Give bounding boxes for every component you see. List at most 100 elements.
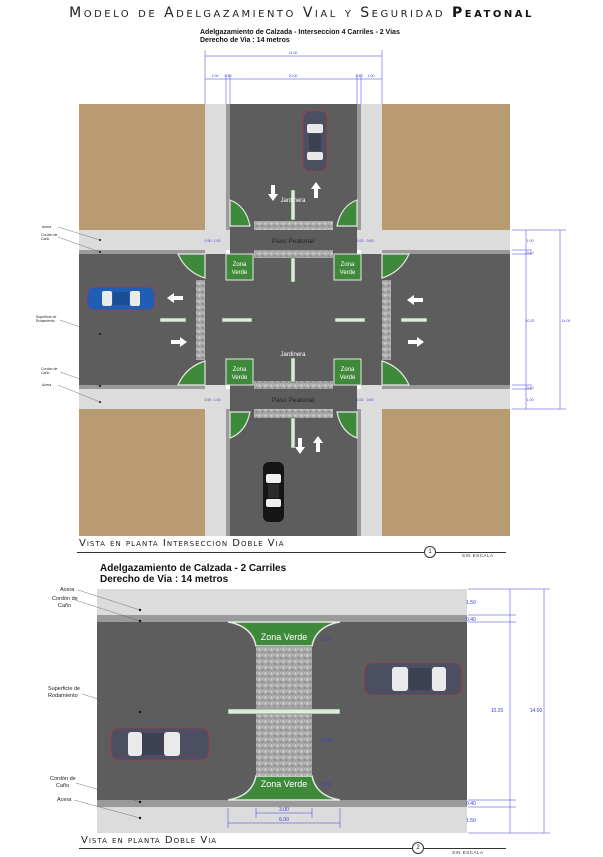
arrow-up-icon xyxy=(311,182,321,198)
median-left-inner xyxy=(221,317,253,323)
cobble-strip-top2 xyxy=(254,250,333,258)
dim-label: 1.00 xyxy=(321,782,331,788)
plan1-heading-line2: Derecho de Via : 14 metros xyxy=(200,37,290,44)
zona-label: Zona xyxy=(341,262,355,268)
median-bottom xyxy=(290,417,296,449)
dim-label: 0.40 xyxy=(466,617,476,623)
dim-label: 0.40 xyxy=(527,386,534,390)
plan1-heading-line1: Adelgazamiento de Calzada - Interseccion… xyxy=(200,29,400,36)
dim-label: 10.20 xyxy=(526,319,535,323)
cano-label: Caño xyxy=(41,371,49,375)
green-area xyxy=(177,360,206,386)
dim-label: 3.00 xyxy=(279,807,289,813)
zona-label: Zona xyxy=(233,262,247,268)
green-zone-top-left xyxy=(225,253,254,281)
paso-peatonal-label: Paso Peatonal xyxy=(272,238,315,245)
paso-peatonal-label: Paso Peatonal xyxy=(272,397,315,404)
arrow-left-icon xyxy=(167,293,183,303)
green-area xyxy=(229,199,251,227)
car-gray-left xyxy=(110,727,210,761)
zona-label: Zona xyxy=(341,367,355,373)
dim-label: 0.90 xyxy=(205,239,212,243)
zona-verde-label: Zona Verde xyxy=(261,632,308,642)
green-area xyxy=(336,411,358,439)
dim-label: 10.20 xyxy=(491,708,504,714)
green-zone-bottom-right xyxy=(333,358,362,386)
dim-label: 10.00 xyxy=(289,74,298,78)
cobble-strip-left xyxy=(196,280,205,360)
plan1-caption-rule xyxy=(77,552,424,553)
arrow-down-icon xyxy=(268,185,278,201)
zona-verde-label: Zona Verde xyxy=(261,779,308,789)
verde-label: Verde xyxy=(232,270,248,276)
plan2-scale-note: SIN ESCALA xyxy=(452,850,484,855)
dim-label: 1.50 xyxy=(466,600,476,606)
intersection-plan: Zona Verde Zona Verde Zona Verde Zona Ve… xyxy=(36,50,570,536)
median-top xyxy=(290,189,296,221)
lot-top-right xyxy=(382,104,510,230)
car-gray-right xyxy=(363,662,463,696)
verde-label: Verde xyxy=(232,375,248,381)
plan2-caption-rule-end xyxy=(424,848,506,849)
median-left xyxy=(159,317,187,323)
plan1-caption: Vista en planta Interseccion Doble Via xyxy=(79,538,285,549)
cano-label: Caño xyxy=(41,237,49,241)
dim-label: 14.00 xyxy=(530,708,543,714)
arrow-right-icon xyxy=(171,337,187,347)
dim-label: 1.00 xyxy=(368,74,375,78)
lot-bottom-right xyxy=(382,409,510,536)
sidewalk-bottom xyxy=(97,807,467,833)
arrow-up-icon xyxy=(313,436,323,452)
cobble-strip-bottom2 xyxy=(254,409,333,418)
curb-top xyxy=(97,615,467,622)
dim-label: 0.90 xyxy=(205,398,212,402)
dim-label: 0.40 xyxy=(527,251,534,255)
sidewalk-top xyxy=(97,589,467,615)
arrow-left-icon xyxy=(407,295,423,305)
dim-label: 0.40 xyxy=(356,74,363,78)
acera-label: Acera xyxy=(60,587,75,593)
cobble-strip-right xyxy=(382,280,391,360)
superficie-label: Superficie de xyxy=(36,315,56,319)
car-blue-left xyxy=(86,286,156,311)
lot-top-left xyxy=(79,104,205,230)
dim-label: 1.50 xyxy=(466,818,476,824)
cordon-label: Cordón de xyxy=(41,367,57,371)
verde-label: Verde xyxy=(340,375,356,381)
sheet-title: Modelo de Adelgazamiento Vial y Segurida… xyxy=(0,5,603,21)
dim-label: 6.00 xyxy=(279,817,289,823)
cordon-label: Cordón de xyxy=(50,776,76,782)
dim-label: 1.00 xyxy=(527,239,534,243)
cordon-label: Cordón de xyxy=(52,596,78,602)
dim-label: 1.00 xyxy=(214,239,221,243)
jardinera-label: Jardinera xyxy=(280,352,306,358)
dim-label: 0.40 xyxy=(466,801,476,807)
rodamiento-label: Rodamiento xyxy=(48,693,78,699)
dim-label: 1.00 xyxy=(212,74,219,78)
dim-label: 4.00 xyxy=(321,738,331,744)
zona-label: Zona xyxy=(233,367,247,373)
curb-bottom xyxy=(97,800,467,807)
arrow-right-icon xyxy=(408,337,424,347)
dim-label: 1.00 xyxy=(527,398,534,402)
median-right-inner xyxy=(334,317,366,323)
green-area xyxy=(381,253,410,279)
dim-label: 1.00 xyxy=(321,637,331,643)
plan1-number-bubble: 1 xyxy=(424,546,436,558)
plan1-caption-rule-end xyxy=(436,552,506,553)
median xyxy=(227,708,341,715)
green-zone-top-right xyxy=(333,253,362,281)
lot-bottom-left xyxy=(79,409,205,536)
median-center-top xyxy=(290,257,296,283)
dim-label: 1.00 xyxy=(357,239,364,243)
cordon-label: Cordón de xyxy=(41,233,57,237)
verde-label: Verde xyxy=(340,270,356,276)
plan1-scale-note: SIN ESCALA xyxy=(462,553,494,558)
green-area xyxy=(229,411,251,439)
plan2-caption-rule xyxy=(79,848,412,849)
green-area xyxy=(381,360,410,386)
green-area xyxy=(336,199,358,227)
car-gray-top xyxy=(302,110,328,172)
